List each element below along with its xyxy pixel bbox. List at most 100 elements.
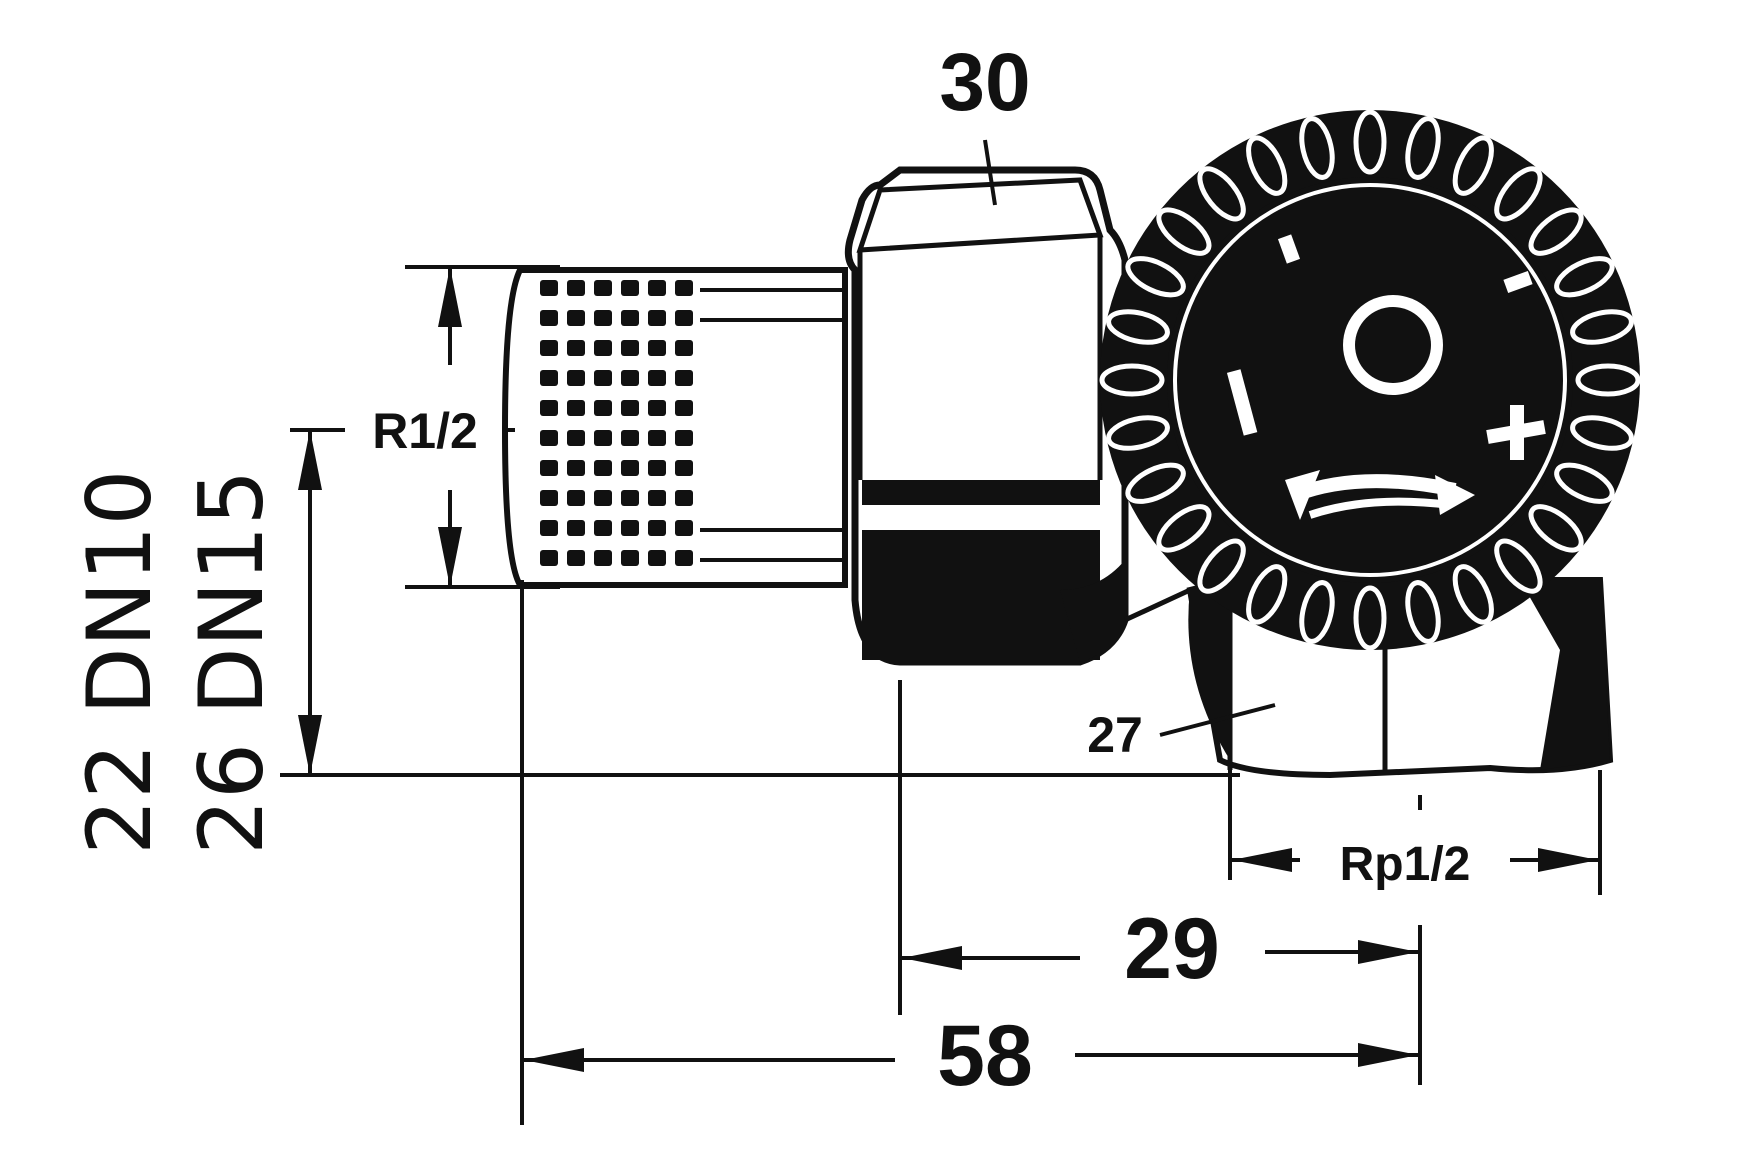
thread-cell (675, 490, 693, 506)
thread-cell (594, 550, 612, 566)
size-row-b-label: 26 DN15 (180, 469, 283, 855)
thread-cell (675, 280, 693, 296)
knob-rib (1405, 116, 1441, 180)
thread-cell (675, 370, 693, 386)
thread-cell (540, 370, 558, 386)
angle-body (1186, 577, 1614, 779)
thread-cell (540, 550, 558, 566)
thread-cell (567, 310, 585, 326)
outlet-thread-label: Rp1/2 (1340, 838, 1471, 891)
thread-cell (621, 460, 639, 476)
thread-cell (648, 460, 666, 476)
thread-cell (567, 400, 585, 416)
knob-rib (1570, 309, 1634, 345)
knob-rib (1197, 166, 1246, 222)
valve-body (501, 109, 1641, 779)
thread-cell (540, 310, 558, 326)
thread-cell (567, 520, 585, 536)
hex-nut (844, 166, 1192, 666)
thread-cell (540, 340, 558, 356)
thread-cell (567, 430, 585, 446)
knob-rib (1246, 564, 1288, 625)
thread-cell (621, 520, 639, 536)
thread-cell (648, 280, 666, 296)
knob-rib (1528, 207, 1584, 256)
thread-cell (540, 280, 558, 296)
thread-cell (675, 460, 693, 476)
thread-cell (648, 340, 666, 356)
thread-cell (621, 280, 639, 296)
knob-rib (1405, 580, 1441, 644)
thread-cell (621, 370, 639, 386)
thread-cell (648, 400, 666, 416)
knob-rib (1156, 207, 1212, 256)
knob-rib (1299, 580, 1335, 644)
thread-cell (567, 550, 585, 566)
threaded-inlet (501, 267, 848, 588)
thread-cell (648, 490, 666, 506)
thread-cell (675, 430, 693, 446)
knob-rib (1570, 415, 1634, 451)
thread-cell (648, 520, 666, 536)
thread-cell (621, 550, 639, 566)
thread-cell (594, 280, 612, 296)
thread-cell (648, 370, 666, 386)
thread-cell (621, 430, 639, 446)
thread-cell (675, 340, 693, 356)
knob-rib (1554, 256, 1615, 298)
plus-icon (1486, 405, 1546, 460)
dimension-lines (280, 139, 1602, 1125)
dim-58-label: 58 (937, 1008, 1033, 1104)
knob-rib (1246, 135, 1288, 196)
thread-cell (540, 430, 558, 446)
thread-cell (594, 310, 612, 326)
thread-cell (567, 340, 585, 356)
knob-rib (1125, 462, 1186, 504)
thread-cell (594, 520, 612, 536)
thread-cell (594, 400, 612, 416)
knob-grip-ribs (1099, 109, 1641, 651)
scale-tick (1277, 234, 1301, 264)
thread-cell (648, 550, 666, 566)
nut-size-label: 30 (939, 37, 1030, 128)
thread-pattern (540, 280, 693, 566)
thread-cell (594, 340, 612, 356)
thread-cell (540, 520, 558, 536)
thermostat-knob (1099, 109, 1641, 651)
thread-cell (675, 400, 693, 416)
thread-cell (675, 520, 693, 536)
size-row-a-label: 22 DN10 (68, 469, 171, 855)
knob-rib (1353, 109, 1387, 175)
thread-cell (567, 460, 585, 476)
knob-rib (1106, 415, 1170, 451)
thread-cell (648, 310, 666, 326)
knob-rib (1156, 504, 1212, 553)
knob-rib (1452, 135, 1494, 196)
thread-cell (594, 370, 612, 386)
thread-cell (567, 370, 585, 386)
knob-rib (1299, 116, 1335, 180)
knob-rib (1494, 166, 1543, 222)
thread-cell (621, 310, 639, 326)
inlet-thread-label: R1/2 (372, 403, 478, 459)
thread-cell (675, 310, 693, 326)
thread-cell (594, 460, 612, 476)
knob-rib (1106, 309, 1170, 345)
minus-icon (1226, 369, 1258, 436)
thread-cell (621, 340, 639, 356)
thread-cell (567, 490, 585, 506)
knob-rib (1554, 462, 1615, 504)
thread-cell (540, 400, 558, 416)
knob-rib (1452, 564, 1494, 625)
thread-cell (621, 400, 639, 416)
knob-rib (1575, 363, 1641, 397)
dimension-labels: 30 27 R1/2 Rp1/2 29 58 22 DN10 26 DN15 (68, 37, 1470, 1104)
thread-cell (675, 550, 693, 566)
knob-rib (1099, 363, 1165, 397)
knob-rib (1494, 538, 1543, 594)
thread-cell (540, 460, 558, 476)
body-size-label: 27 (1087, 707, 1143, 763)
thread-cell (648, 430, 666, 446)
dim-29-label: 29 (1124, 901, 1220, 997)
